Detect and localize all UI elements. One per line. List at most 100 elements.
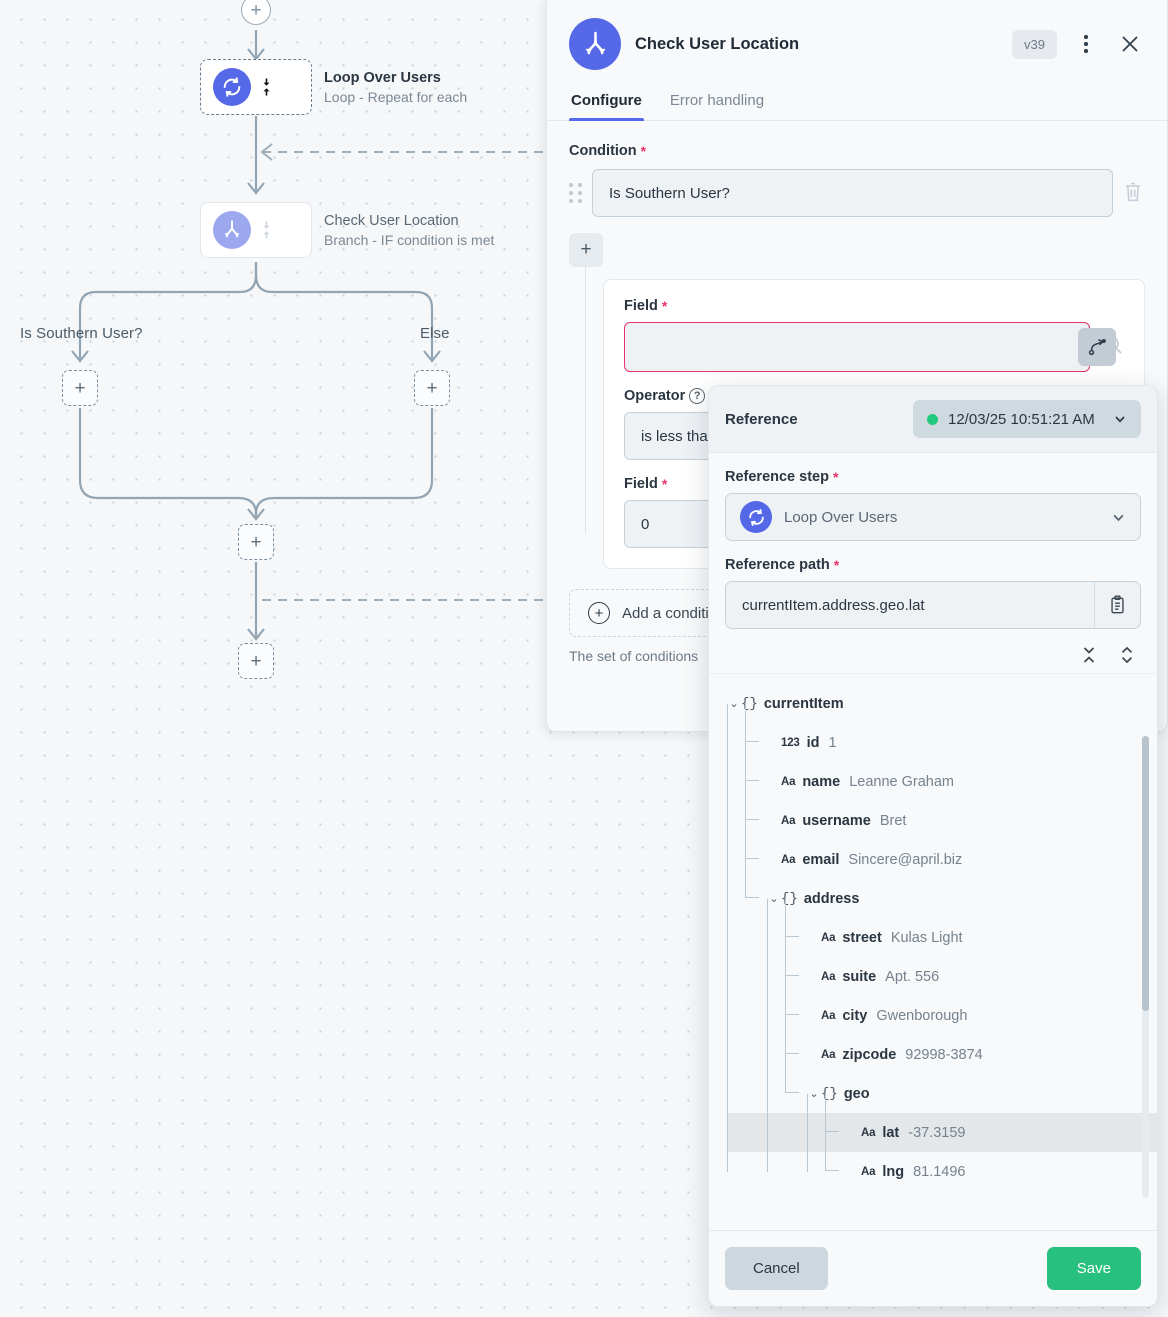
condition-row: Is Southern User? [569,169,1145,217]
canvas-add-node-top[interactable]: + [241,0,271,25]
number-type-icon: 123 [781,736,800,749]
tree-connector [785,937,799,976]
field-input[interactable] [624,322,1090,372]
reference-step-label-text: Reference step [725,469,829,485]
string-type-icon: Aa [781,775,796,788]
reference-picker-button[interactable] [1078,328,1116,366]
chevron-down-icon[interactable]: ⌄ [809,1088,819,1100]
drag-handle-icon[interactable] [569,183,582,203]
node-drag-handle[interactable] [261,220,272,240]
node-subtitle: Loop - Repeat for each [324,89,468,105]
string-type-icon: Aa [821,1009,836,1022]
condition-label-text: Condition [569,143,637,159]
field-input-shell [624,322,1124,372]
field-label-text: Field [624,298,658,314]
tree-node-key: suite [842,968,877,985]
tab-configure[interactable]: Configure [569,86,644,121]
more-options-button[interactable] [1071,29,1101,59]
add-condition-group-button[interactable]: + [569,233,603,267]
help-icon[interactable]: ? [689,388,706,404]
tree-guide-line [767,898,768,1172]
delete-condition-button[interactable] [1123,181,1145,205]
canvas-node-branch[interactable] [200,202,312,258]
reference-step-label: Reference step * [725,469,1141,485]
copy-path-button[interactable] [1094,582,1140,628]
close-icon [1122,36,1138,52]
tree-node-key: street [842,929,882,946]
field2-label: Field * [624,476,1124,492]
collapse-all-button[interactable] [1081,645,1097,665]
reference-path-input[interactable]: currentItem.address.geo.lat [742,596,925,614]
string-type-icon: Aa [781,814,796,827]
canvas-add-step-right[interactable]: + [414,370,450,406]
tree-node-key: city [842,1007,868,1024]
add-condition-label: Add a condition [622,604,726,622]
branch-label-left: Is Southern User? [20,325,143,342]
run-timestamp: 12/03/25 10:51:21 AM [948,410,1095,428]
tree-node[interactable]: ⌄{}currentItem [727,684,1157,723]
save-button[interactable]: Save [1046,1247,1141,1290]
reference-popover-header: Reference 12/03/25 10:51:21 AM [709,386,1157,453]
canvas-add-step-end[interactable]: + [238,643,274,679]
reference-popover-footer: Cancel Save [709,1230,1157,1306]
canvas-add-step-left[interactable]: + [62,370,98,406]
tab-error-handling[interactable]: Error handling [669,92,765,109]
operator-label: Operator ? [624,388,1124,404]
condition-name-input[interactable]: Is Southern User? [592,169,1113,217]
canvas-node-branch-text: Check User Location Branch - IF conditio… [324,213,494,248]
condition-label: Condition * [569,143,1145,159]
tree-node-value: -37.3159 [908,1124,966,1141]
panel-header: Check User Location v39 [547,0,1167,70]
tree-connector [785,898,799,937]
tree-node-value: 92998-3874 [905,1046,983,1063]
reference-step-select[interactable]: Loop Over Users [725,493,1141,541]
tree-node-value: 1 [828,734,837,751]
tree-node-key: currentItem [763,695,844,712]
version-badge[interactable]: v39 [1012,29,1057,59]
cancel-button[interactable]: Cancel [725,1247,828,1290]
tree-node-value: Leanne Graham [849,773,954,790]
close-button[interactable] [1115,29,1145,59]
plus-circle-icon: + [588,602,610,624]
branch-icon [569,18,621,70]
node-subtitle: Branch - IF condition is met [324,232,495,248]
required-asterisk: * [661,298,668,314]
canvas-node-loop[interactable] [200,59,312,115]
reference-path-label-text: Reference path [725,557,830,573]
status-dot-icon [927,413,938,425]
tree-guide-line [807,1093,808,1172]
tree-node-key: geo [843,1085,870,1102]
tree-node[interactable]: ⌄{}geo [727,1054,1157,1113]
canvas-add-step-merge[interactable]: + [238,524,274,560]
node-drag-handle[interactable] [261,77,272,97]
branch-label-right: Else [420,325,450,342]
tree-node-value: 81.1496 [913,1163,966,1180]
tree-node[interactable]: ⌄{}address [727,859,1157,918]
reference-step-value: Loop Over Users [784,508,898,526]
tree-connector [825,1132,839,1171]
string-type-icon: Aa [861,1165,876,1178]
scrollbar-thumb[interactable] [1142,736,1149,1011]
conditions-hint: The set of conditions [569,648,699,664]
string-type-icon: Aa [821,931,836,944]
string-type-icon: Aa [821,1048,836,1061]
run-selector[interactable]: 12/03/25 10:51:21 AM [913,400,1141,438]
page-title: Check User Location [635,34,800,53]
tree-connector [785,976,799,1015]
expand-all-button[interactable] [1119,645,1135,665]
required-asterisk: * [640,143,647,159]
chevron-down-icon[interactable]: ⌄ [729,698,739,710]
tree-connector [785,1054,799,1093]
chevron-down-icon[interactable]: ⌄ [769,893,779,905]
